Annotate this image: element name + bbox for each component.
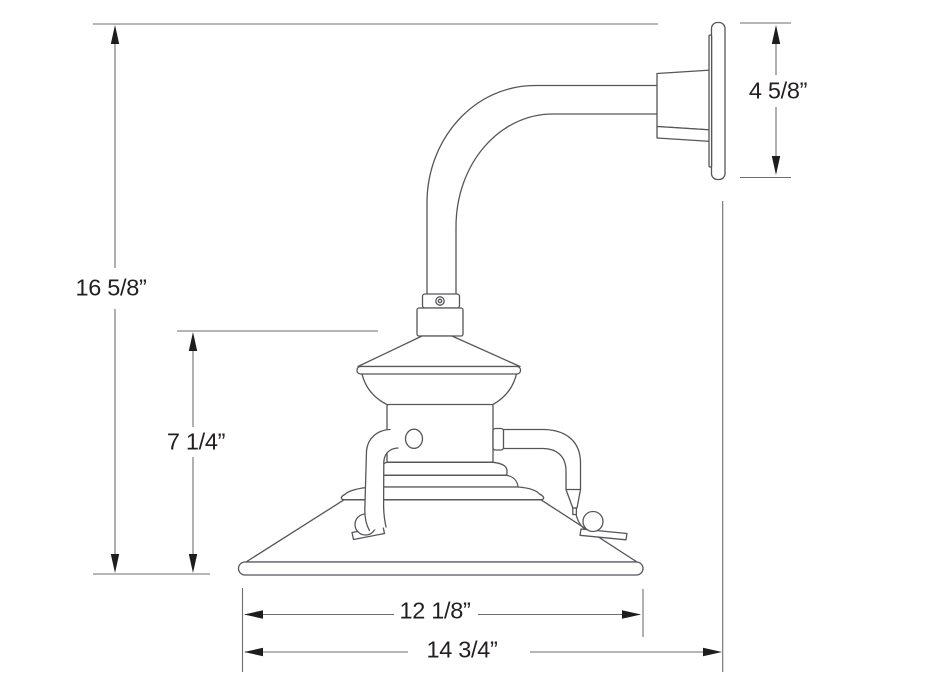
- right-conduit-clamp: [492, 427, 628, 541]
- shade-rim: [237, 561, 644, 576]
- wall-mount-bracket: [656, 69, 713, 143]
- fitter-cone: [357, 335, 521, 368]
- fitter-band: [356, 365, 522, 375]
- arrow-right-icon: [703, 647, 722, 657]
- right-clamp-tip: [565, 488, 582, 509]
- left-conduit-clamp: [351, 428, 424, 541]
- swivel-knuckle: [416, 293, 464, 337]
- arrow-down-icon: [188, 554, 198, 573]
- shade: [237, 499, 644, 576]
- dimension-label-backplate-height: 4 5/8”: [745, 79, 811, 103]
- arrow-left-icon: [244, 647, 263, 657]
- dimension-label-fixture-height: 7 1/4”: [163, 430, 229, 454]
- conduit-boss: [404, 428, 424, 450]
- fitter: [356, 335, 522, 463]
- arrow-down-icon: [110, 554, 120, 573]
- shade-holder-rings: [340, 461, 545, 501]
- right-clamp-ball: [582, 510, 604, 533]
- arrow-up-icon: [771, 25, 781, 44]
- arrow-down-icon: [771, 156, 781, 175]
- light-fixture: [237, 21, 726, 576]
- dimension-label-shade-width: 12 1/8”: [396, 599, 474, 623]
- dimension-arrows: [110, 25, 781, 657]
- dimension-label-wall-projection: 14 3/4”: [423, 638, 501, 662]
- dimension-lines: [93, 22, 791, 672]
- dimension-label-overall-height: 16 5/8”: [72, 276, 150, 300]
- arrow-left-icon: [244, 610, 263, 619]
- gooseneck-arm: [426, 84, 660, 297]
- conduit-collar: [492, 427, 505, 451]
- arrow-up-icon: [188, 332, 198, 351]
- wall-backplate: [708, 21, 726, 181]
- arrow-right-icon: [622, 610, 641, 619]
- shade-cone: [245, 499, 638, 563]
- arrow-up-icon: [110, 25, 120, 44]
